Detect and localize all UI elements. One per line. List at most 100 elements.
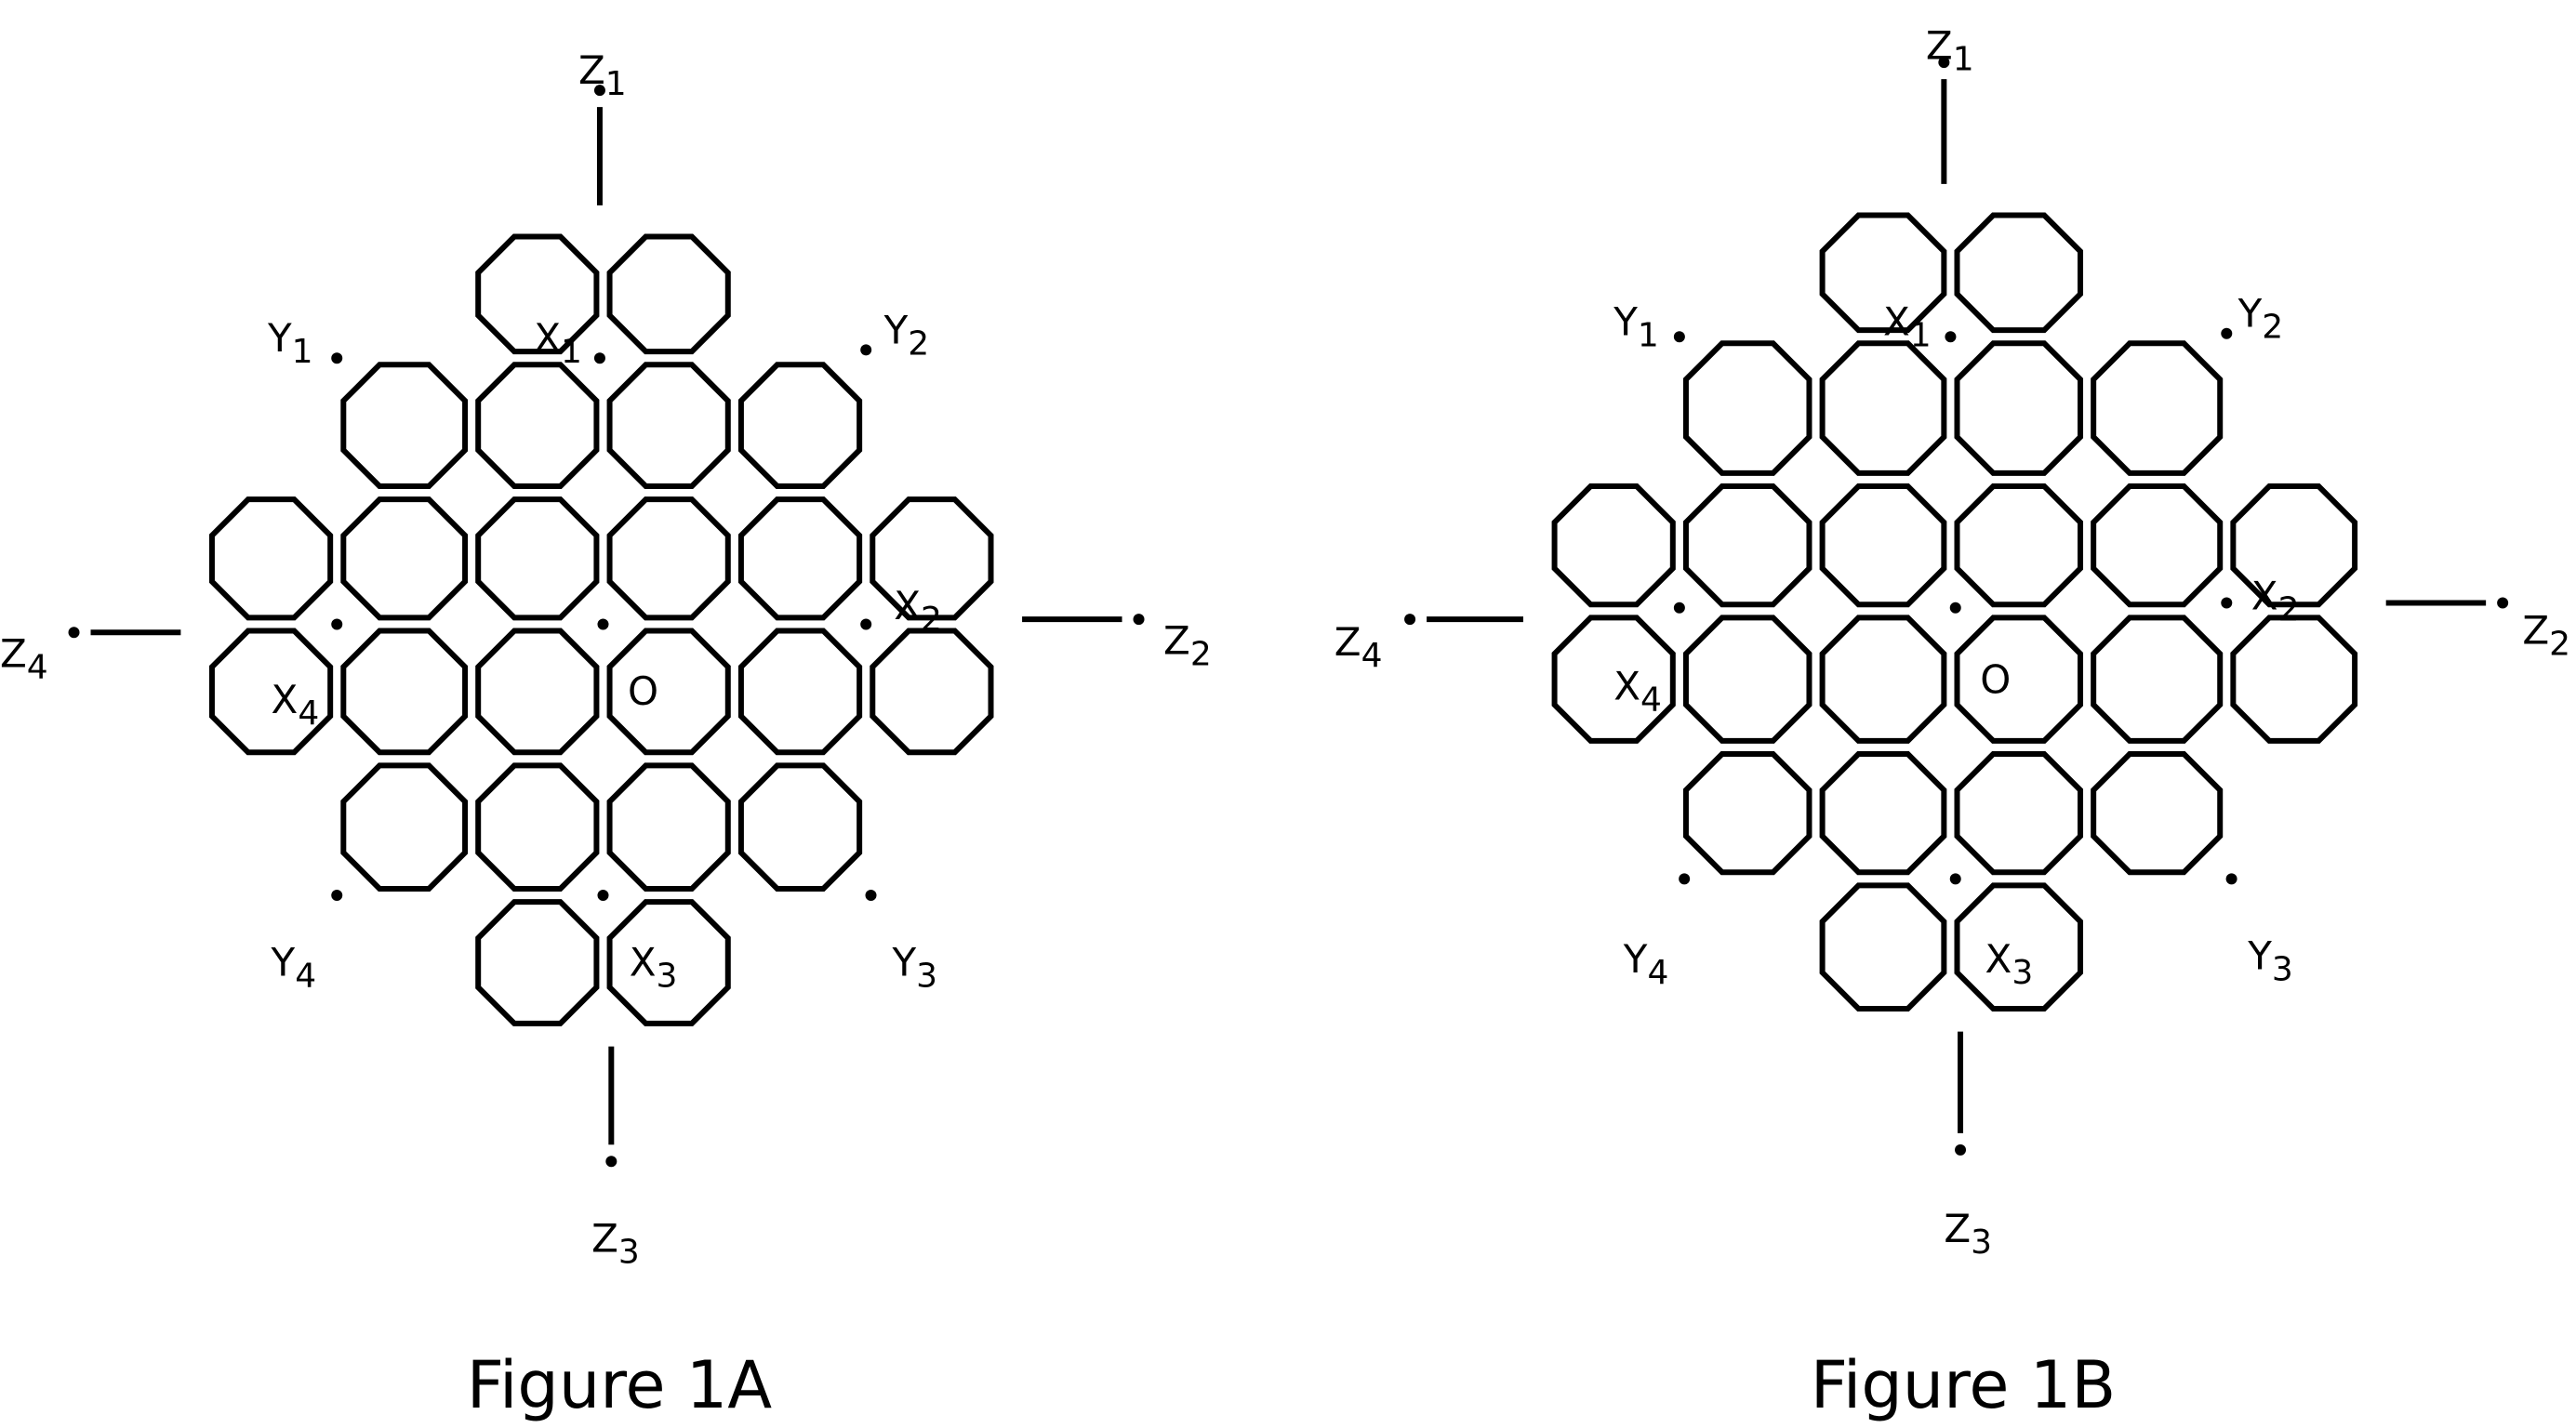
node-dot-z4 bbox=[68, 627, 80, 639]
wire-cell-7 bbox=[1682, 483, 1812, 608]
wire-cell-19 bbox=[475, 762, 600, 892]
wire-cell-2 bbox=[1682, 340, 1812, 476]
node-dot-y2 bbox=[860, 344, 872, 356]
wire-cell-2 bbox=[340, 362, 469, 490]
wire-cell-3 bbox=[1819, 340, 1947, 476]
node-dot-o bbox=[1949, 602, 1961, 614]
node-label-y3: Y3 bbox=[2247, 933, 2293, 989]
wire-cell-12 bbox=[1551, 615, 1676, 744]
wire-cell-5 bbox=[737, 362, 863, 490]
wire-cell-9 bbox=[606, 496, 731, 621]
wire-cell-21 bbox=[2091, 751, 2224, 876]
node-label-x1: X1 bbox=[534, 315, 582, 371]
wire-cell-5 bbox=[2091, 340, 2224, 476]
wire-cell-15 bbox=[606, 628, 731, 756]
wire-cell-3 bbox=[475, 362, 600, 490]
wire-cell-4 bbox=[606, 362, 731, 490]
node-label-y4: Y4 bbox=[271, 940, 317, 996]
node-label-z2: Z2 bbox=[1163, 617, 1212, 673]
wire-cell-14 bbox=[1819, 615, 1947, 744]
node-label-y1: Y1 bbox=[1613, 298, 1659, 354]
node-dot-z2 bbox=[2497, 597, 2509, 609]
node-label-y2: Y2 bbox=[2237, 291, 2284, 347]
node-label-x1: X1 bbox=[1883, 298, 1932, 354]
node-label-y3: Y3 bbox=[891, 940, 937, 996]
node-label-y1: Y1 bbox=[267, 315, 313, 371]
node-label-x3: X3 bbox=[1985, 936, 2034, 992]
node-label-o: O bbox=[628, 668, 658, 714]
wire-cell-8 bbox=[1819, 483, 1947, 608]
wire-cell-0 bbox=[475, 233, 600, 355]
node-dot-x2 bbox=[2221, 597, 2233, 609]
node-label-z1: Z1 bbox=[1926, 23, 1974, 79]
wire-cell-6 bbox=[1551, 483, 1676, 608]
wire-cell-22 bbox=[475, 899, 600, 1026]
node-dot-x4 bbox=[331, 618, 343, 630]
wire-cell-18 bbox=[1682, 751, 1812, 876]
node-label-z3: Z3 bbox=[591, 1215, 640, 1271]
node-label-x4: X4 bbox=[272, 677, 320, 733]
wire-cell-13 bbox=[1682, 615, 1812, 744]
node-label-z4: Z4 bbox=[1334, 619, 1383, 675]
node-label-x2: X2 bbox=[2251, 574, 2300, 629]
node-label-x2: X2 bbox=[894, 583, 942, 639]
figure-caption: Figure 1B bbox=[1810, 1347, 2117, 1423]
node-dot-z4 bbox=[1404, 614, 1416, 626]
node-dot-z1 bbox=[1938, 57, 1950, 69]
wire-cell-16 bbox=[2091, 615, 2224, 744]
node-dot-y3 bbox=[2225, 873, 2237, 885]
node-dot-x2 bbox=[860, 618, 872, 630]
wire-cell-17 bbox=[2230, 615, 2358, 744]
wire-cell-22 bbox=[1819, 882, 1947, 1012]
node-dot-x1 bbox=[1945, 331, 1957, 343]
node-label-z4: Z4 bbox=[0, 630, 48, 686]
node-label-z3: Z3 bbox=[1944, 1206, 1992, 1262]
node-dot-x3 bbox=[1949, 873, 1961, 885]
wire-cell-12 bbox=[208, 628, 334, 756]
wire-cell-0 bbox=[1819, 212, 1947, 334]
node-dot-y1 bbox=[1673, 331, 1685, 343]
node-dot-y3 bbox=[865, 890, 877, 902]
wire-cell-20 bbox=[606, 762, 731, 892]
node-dot-y4 bbox=[331, 890, 343, 902]
wire-cell-10 bbox=[737, 496, 863, 621]
wire-cell-17 bbox=[870, 628, 994, 756]
node-dot-y4 bbox=[1679, 873, 1691, 885]
node-dot-o bbox=[597, 618, 609, 630]
wire-cell-8 bbox=[475, 496, 600, 621]
wire-cell-11 bbox=[2230, 483, 2358, 608]
node-dot-x4 bbox=[1673, 602, 1685, 614]
wire-cell-9 bbox=[1954, 483, 2084, 608]
wire-cell-7 bbox=[340, 496, 469, 621]
wire-cell-16 bbox=[737, 628, 863, 756]
wire-cell-1 bbox=[606, 233, 731, 355]
node-label-z1: Z1 bbox=[578, 47, 627, 103]
node-dot-z3 bbox=[1955, 1144, 1967, 1156]
node-dot-x3 bbox=[597, 890, 609, 902]
node-label-z2: Z2 bbox=[2522, 608, 2570, 664]
node-label-y2: Y2 bbox=[883, 307, 930, 363]
wire-cell-19 bbox=[1819, 751, 1947, 876]
wire-cell-11 bbox=[870, 496, 994, 621]
node-dot-y2 bbox=[2221, 327, 2233, 339]
wire-cell-10 bbox=[2091, 483, 2224, 608]
node-label-o: O bbox=[1980, 657, 2011, 703]
wire-cell-21 bbox=[737, 762, 863, 892]
node-dot-z3 bbox=[605, 1156, 617, 1168]
node-dot-z2 bbox=[1133, 614, 1145, 626]
node-label-x4: X4 bbox=[1613, 664, 1662, 720]
figure-caption: Figure 1A bbox=[466, 1347, 773, 1423]
wire-cell-15 bbox=[1954, 615, 2084, 744]
node-dot-z1 bbox=[593, 85, 605, 97]
node-dot-y1 bbox=[331, 352, 343, 364]
wire-cell-18 bbox=[340, 762, 469, 892]
wire-cell-13 bbox=[340, 628, 469, 756]
wire-cell-23 bbox=[1954, 882, 2084, 1012]
node-label-y4: Y4 bbox=[1623, 936, 1669, 992]
wire-cell-14 bbox=[475, 628, 600, 756]
node-label-x3: X3 bbox=[630, 940, 678, 996]
